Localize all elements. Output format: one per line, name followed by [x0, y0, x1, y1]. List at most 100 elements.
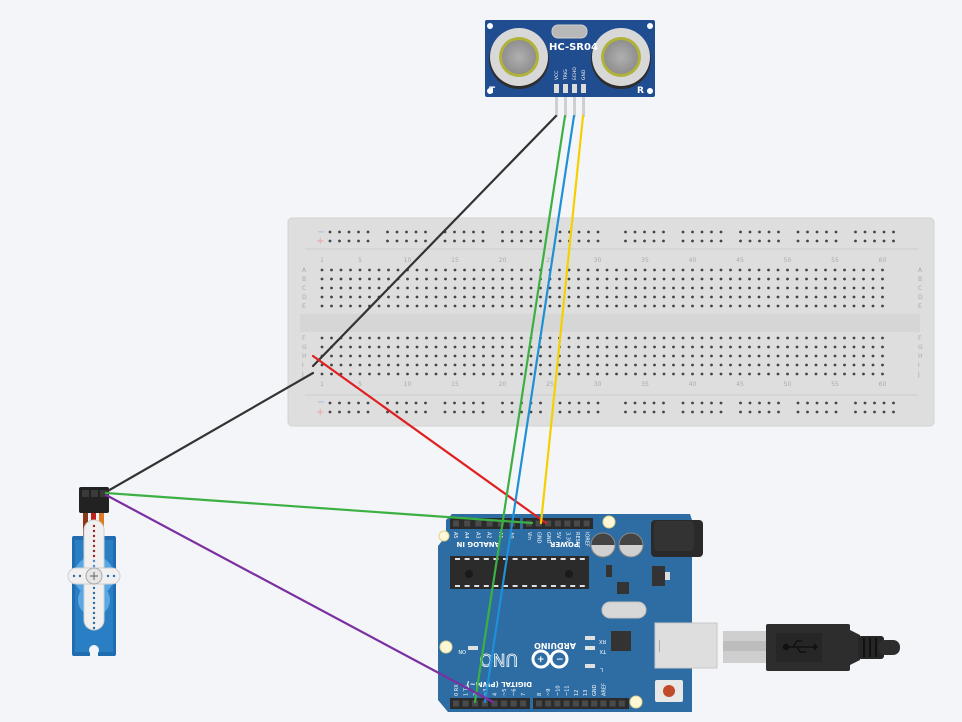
rail-hole[interactable]: [739, 239, 742, 243]
breadboard-hole[interactable]: [824, 286, 827, 290]
rail-hole[interactable]: [834, 230, 838, 234]
breadboard-hole[interactable]: [330, 295, 333, 299]
rail-hole[interactable]: [520, 410, 523, 414]
breadboard-hole[interactable]: [700, 286, 704, 290]
breadboard-hole[interactable]: [767, 354, 770, 358]
rail-hole[interactable]: [643, 401, 646, 405]
breadboard-hole[interactable]: [757, 336, 761, 340]
breadboard-hole[interactable]: [577, 304, 580, 308]
breadboard-hole[interactable]: [881, 277, 884, 281]
breadboard-hole[interactable]: [871, 354, 875, 358]
breadboard-hole[interactable]: [767, 295, 770, 299]
rail-hole[interactable]: [529, 410, 533, 414]
breadboard-hole[interactable]: [586, 363, 590, 367]
breadboard-hole[interactable]: [672, 277, 675, 281]
breadboard-hole[interactable]: [548, 286, 552, 290]
breadboard-hole[interactable]: [662, 277, 666, 281]
breadboard-hole[interactable]: [586, 304, 590, 308]
rail-hole[interactable]: [328, 230, 332, 234]
breadboard-hole[interactable]: [643, 363, 647, 367]
breadboard-hole[interactable]: [681, 286, 685, 290]
rail-hole[interactable]: [357, 239, 360, 243]
header-socket[interactable]: [609, 700, 616, 707]
rail-hole[interactable]: [453, 239, 456, 243]
breadboard-hole[interactable]: [425, 363, 428, 367]
wire-sensor-trig-to-arduino[interactable]: [473, 114, 567, 704]
breadboard-hole[interactable]: [453, 304, 457, 308]
rail-hole[interactable]: [347, 410, 351, 414]
rail-hole[interactable]: [700, 401, 704, 405]
breadboard-hole[interactable]: [776, 363, 780, 367]
breadboard-hole[interactable]: [605, 345, 609, 349]
breadboard-hole[interactable]: [586, 372, 590, 376]
rail-hole[interactable]: [366, 239, 370, 243]
breadboard-hole[interactable]: [814, 372, 818, 376]
breadboard-hole[interactable]: [539, 363, 542, 367]
breadboard-hole[interactable]: [653, 268, 656, 272]
breadboard-hole[interactable]: [349, 277, 352, 281]
breadboard-hole[interactable]: [824, 372, 827, 376]
breadboard-hole[interactable]: [520, 268, 523, 272]
breadboard-hole[interactable]: [757, 345, 761, 349]
breadboard-hole[interactable]: [387, 345, 390, 349]
breadboard-hole[interactable]: [719, 354, 723, 358]
breadboard-hole[interactable]: [425, 354, 428, 358]
rail-hole[interactable]: [834, 410, 838, 414]
breadboard-hole[interactable]: [738, 304, 742, 308]
header-socket[interactable]: [453, 700, 459, 707]
breadboard-hole[interactable]: [776, 354, 780, 358]
breadboard-hole[interactable]: [881, 336, 884, 340]
rail-hole[interactable]: [596, 401, 600, 405]
breadboard-hole[interactable]: [786, 277, 789, 281]
breadboard-hole[interactable]: [339, 354, 343, 358]
rail-hole[interactable]: [624, 230, 627, 234]
breadboard-hole[interactable]: [729, 304, 732, 308]
breadboard-hole[interactable]: [624, 345, 628, 349]
breadboard-hole[interactable]: [482, 268, 485, 272]
breadboard-hole[interactable]: [577, 277, 580, 281]
rail-hole[interactable]: [691, 401, 694, 405]
breadboard-hole[interactable]: [634, 345, 637, 349]
breadboard-hole[interactable]: [387, 372, 390, 376]
breadboard-hole[interactable]: [472, 345, 476, 349]
breadboard-hole[interactable]: [339, 295, 343, 299]
breadboard-hole[interactable]: [824, 336, 827, 340]
rail-hole[interactable]: [863, 230, 867, 234]
breadboard-hole[interactable]: [691, 286, 694, 290]
header-socket[interactable]: [572, 700, 579, 707]
breadboard-hole[interactable]: [406, 295, 409, 299]
breadboard-hole[interactable]: [339, 277, 343, 281]
breadboard-hole[interactable]: [368, 268, 371, 272]
breadboard-hole[interactable]: [833, 336, 837, 340]
breadboard-hole[interactable]: [653, 354, 656, 358]
rail-hole[interactable]: [395, 401, 399, 405]
breadboard-hole[interactable]: [634, 304, 637, 308]
breadboard-hole[interactable]: [624, 304, 628, 308]
breadboard-hole[interactable]: [463, 286, 466, 290]
rail-hole[interactable]: [462, 230, 466, 234]
breadboard-hole[interactable]: [824, 268, 827, 272]
breadboard-hole[interactable]: [700, 268, 704, 272]
rail-hole[interactable]: [777, 410, 780, 414]
breadboard-hole[interactable]: [672, 372, 675, 376]
rail-hole[interactable]: [357, 410, 360, 414]
rail-hole[interactable]: [520, 230, 523, 234]
breadboard-hole[interactable]: [529, 304, 533, 308]
breadboard-hole[interactable]: [605, 295, 609, 299]
breadboard-hole[interactable]: [377, 304, 381, 308]
breadboard-hole[interactable]: [691, 363, 694, 367]
breadboard-hole[interactable]: [339, 363, 343, 367]
breadboard-hole[interactable]: [653, 345, 656, 349]
rail-hole[interactable]: [691, 230, 694, 234]
breadboard-hole[interactable]: [767, 363, 770, 367]
rail-hole[interactable]: [873, 239, 876, 243]
breadboard-hole[interactable]: [719, 363, 723, 367]
breadboard-hole[interactable]: [862, 286, 865, 290]
breadboard-hole[interactable]: [634, 277, 637, 281]
breadboard-hole[interactable]: [805, 268, 808, 272]
breadboard-hole[interactable]: [501, 372, 504, 376]
rail-hole[interactable]: [662, 410, 665, 414]
breadboard-hole[interactable]: [757, 363, 761, 367]
breadboard-hole[interactable]: [672, 286, 675, 290]
rail-hole[interactable]: [796, 401, 800, 405]
